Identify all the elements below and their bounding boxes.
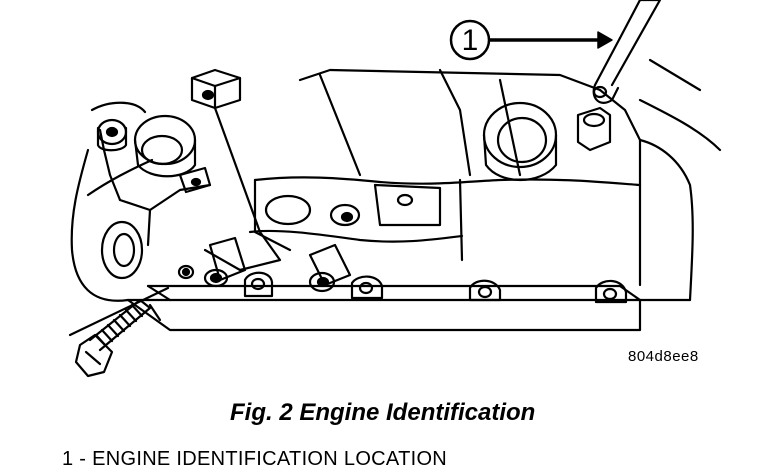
figure-reference-id: 804d8ee8 <box>628 348 699 365</box>
callout-number: 1 <box>462 24 479 57</box>
timing-cover-area <box>90 68 282 280</box>
figure-legend: 1 - ENGINE IDENTIFICATION LOCATION <box>62 448 448 470</box>
callout-circle <box>449 19 491 61</box>
engine-block-outline <box>70 58 722 332</box>
lower-bolt-bosses <box>177 236 628 304</box>
figure-caption: Fig. 2 Engine Identification <box>230 399 536 426</box>
callout-leader <box>488 0 662 104</box>
center-block-features <box>264 101 612 293</box>
long-bolt <box>68 286 170 378</box>
